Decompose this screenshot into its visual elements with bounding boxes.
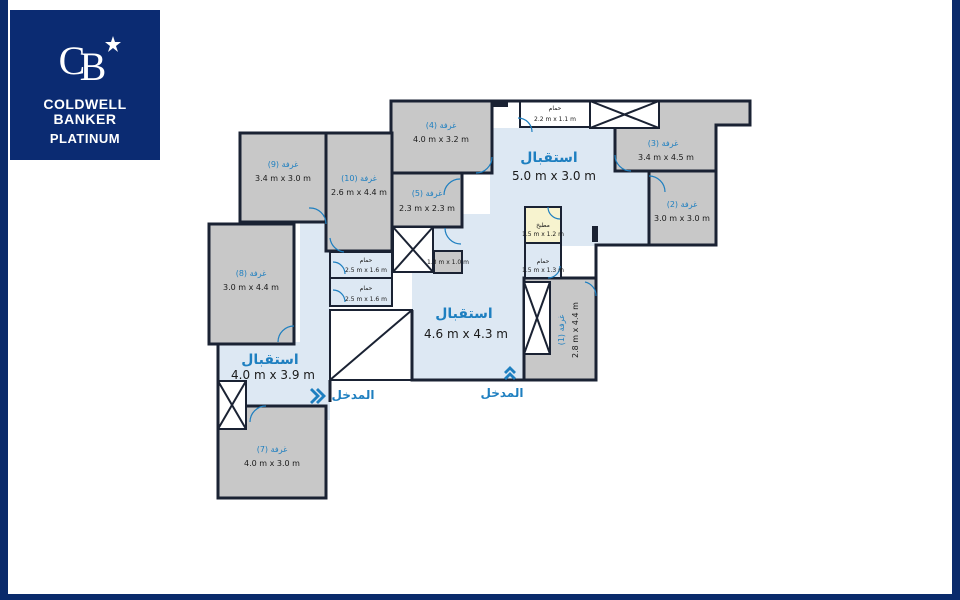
room-2-name: غرفة (2) [667, 200, 698, 209]
wall-hatch-right [592, 226, 598, 242]
room-5-name: غرفة (5) [412, 189, 443, 198]
bath-left-2-size: 2.5 m x 1.6 m [345, 296, 387, 303]
svg-text:C: C [59, 38, 86, 83]
room-1-size: 2.8 m x 4.4 m [571, 302, 580, 358]
logo-line-platinum: PLATINUM [49, 131, 121, 146]
bath-tiny-size: 1.3 m x 1.0 m [427, 259, 469, 266]
hall-2-name: استقبال [435, 306, 492, 322]
hall-1-name: استقبال [520, 150, 577, 166]
room-10 [324, 131, 394, 253]
hall-3-size: 4.0 m x 3.9 m [231, 368, 315, 382]
entry-chevrons [310, 366, 516, 404]
room-7-name: غرفة (7) [257, 445, 288, 454]
door-swings [249, 117, 666, 423]
hall-2-size: 4.6 m x 4.3 m [424, 327, 508, 341]
bath-mid-size: 1.5 m x 1.3 m [522, 267, 564, 274]
bath-left-1-name: حمام [360, 257, 373, 264]
room-10-name: غرفة (10) [341, 174, 377, 183]
bath-mid-name: حمام [537, 258, 550, 265]
room-1-name: غرفة (1) [557, 315, 566, 346]
svg-text:B: B [80, 44, 107, 89]
room-2-size: 3.0 m x 3.0 m [654, 214, 710, 223]
cb-monogram-icon: C B [59, 36, 121, 89]
logo-line-coldwell: COLDWELL [43, 96, 127, 112]
room-9 [238, 131, 328, 224]
bath-left-2-name: حمام [360, 285, 373, 292]
room-2 [647, 169, 718, 247]
entrance-left-label: المدخل [332, 388, 375, 402]
room-10-size: 2.6 m x 4.4 m [331, 188, 387, 197]
coldwell-banker-logo: C B COLDWELL BANKER PLATINUM [10, 10, 160, 160]
bath-top [519, 100, 591, 128]
bath-mid [524, 242, 562, 279]
kitchen-name: مطبخ [536, 222, 550, 229]
room-5-size: 2.3 m x 2.3 m [399, 204, 455, 213]
room-9-name: غرفة (9) [268, 160, 299, 169]
room-8-size: 3.0 m x 4.4 m [223, 283, 279, 292]
wall-hatch-top [492, 101, 508, 107]
entrance-main-label: المدخل [481, 386, 524, 400]
hall-1-size: 5.0 m x 3.0 m [512, 169, 596, 183]
bath-top-size: 2.2 m x 1.1 m [534, 116, 576, 123]
room-4-size: 4.0 m x 3.2 m [413, 135, 469, 144]
room-7-size: 4.0 m x 3.0 m [244, 459, 300, 468]
room-8-name: غرفة (8) [236, 269, 267, 278]
room-3-name: غرفة (3) [648, 139, 679, 148]
hall-3-name: استقبال [241, 352, 298, 368]
outer-walls [207, 99, 752, 500]
kitchen-size: 1.5 m x 1.2 m [522, 231, 564, 238]
bath-left-1 [329, 251, 393, 279]
room-9-size: 3.4 m x 3.0 m [255, 174, 311, 183]
bath-top-name: حمام [549, 105, 562, 112]
logo-line-banker: BANKER [53, 111, 117, 127]
bath-left-1-size: 2.5 m x 1.6 m [345, 267, 387, 274]
room-4-name: غرفة (4) [426, 121, 457, 130]
room-3-size: 3.4 m x 4.5 m [638, 153, 694, 162]
